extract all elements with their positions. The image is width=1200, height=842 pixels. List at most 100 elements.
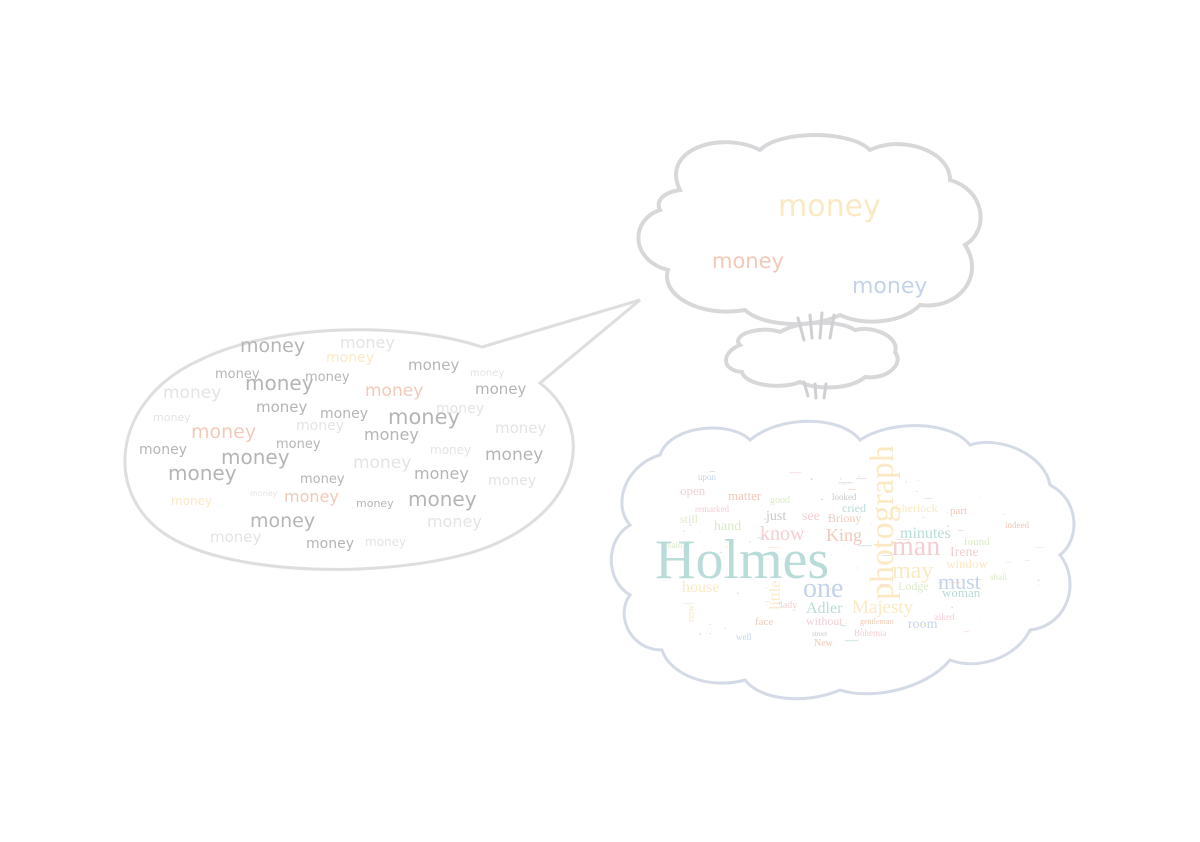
holmes-word: hand bbox=[714, 519, 741, 534]
speech-word: money bbox=[488, 473, 536, 489]
holmes-filler: — bbox=[881, 550, 892, 560]
holmes-word: Adler bbox=[806, 600, 843, 617]
holmes-word: gentleman bbox=[860, 617, 893, 626]
holmes-word: looked bbox=[832, 492, 857, 502]
holmes-filler: · bbox=[719, 548, 723, 559]
speech-word: money bbox=[475, 380, 527, 398]
speech-word: money bbox=[240, 335, 305, 357]
speech-word: money bbox=[495, 419, 547, 437]
speech-word: money bbox=[414, 464, 469, 483]
holmes-filler: · bbox=[699, 527, 703, 539]
holmes-word: without bbox=[806, 614, 843, 628]
holmes-filler: · bbox=[689, 520, 692, 531]
speech-word: money bbox=[388, 405, 460, 429]
holmes-cloud-outline bbox=[609, 419, 1076, 701]
holmes-word: house bbox=[682, 579, 719, 596]
speech-word: money bbox=[485, 445, 543, 465]
speech-word: money bbox=[210, 528, 262, 546]
holmes-filler: · bbox=[1003, 511, 1006, 520]
holmes-filler: · bbox=[857, 563, 860, 573]
holmes-filler: · bbox=[763, 512, 767, 526]
speech-word: money bbox=[365, 381, 423, 401]
holmes-filler: · bbox=[858, 471, 861, 482]
holmes-filler: · bbox=[950, 602, 954, 614]
speech-word: money bbox=[284, 487, 339, 506]
holmes-word: shall bbox=[990, 572, 1007, 582]
holmes-filler: · bbox=[828, 582, 832, 596]
speech-word: money bbox=[306, 536, 354, 552]
holmes-word: said bbox=[668, 540, 683, 550]
speech-word: money bbox=[168, 461, 237, 485]
holmes-filler: · bbox=[998, 548, 1001, 558]
holmes-filler: – bbox=[839, 618, 847, 632]
speech-word: money bbox=[320, 406, 368, 422]
holmes-filler: · bbox=[946, 519, 951, 534]
speech-word: money bbox=[427, 512, 482, 531]
holmes-word: still bbox=[680, 512, 699, 526]
holmes-filler: · bbox=[809, 472, 813, 487]
holmes-filler: — bbox=[1034, 543, 1045, 553]
holmes-word: must bbox=[938, 569, 981, 594]
holmes-filler: · bbox=[1029, 625, 1033, 640]
holmes-filler: – bbox=[708, 465, 715, 477]
holmes-word: asked bbox=[934, 612, 955, 622]
holmes-filler: · bbox=[830, 549, 834, 563]
holmes-filler: – bbox=[728, 493, 734, 502]
speech-word: money bbox=[408, 487, 477, 511]
holmes-word: face bbox=[755, 616, 773, 628]
speech-word: money bbox=[408, 356, 460, 374]
speech-word: money bbox=[250, 510, 315, 532]
holmes-word: little bbox=[767, 581, 784, 610]
speech-word: money bbox=[139, 442, 187, 458]
holmes-filler: — bbox=[844, 632, 859, 647]
speech-word: money bbox=[276, 437, 321, 452]
holmes-filler: · bbox=[860, 622, 864, 636]
holmes-filler: — bbox=[838, 475, 854, 490]
speech-word: money bbox=[256, 398, 308, 416]
holmes-filler: — bbox=[879, 579, 891, 590]
holmes-filler: – bbox=[937, 577, 943, 588]
holmes-word: open bbox=[680, 483, 706, 498]
holmes-word: cried bbox=[842, 501, 866, 515]
holmes-filler: — bbox=[896, 531, 910, 545]
holmes-word: woman bbox=[942, 585, 981, 600]
holmes-filler: · bbox=[844, 618, 848, 630]
holmes-filler: · bbox=[915, 487, 918, 497]
thought-word: money bbox=[852, 274, 927, 299]
speech-word: money bbox=[191, 421, 256, 443]
holmes-filler: – bbox=[1005, 557, 1012, 568]
holmes-word: Sherlock bbox=[895, 501, 938, 515]
holmes-filler: · bbox=[945, 506, 950, 521]
holmes-filler: · bbox=[723, 621, 727, 635]
holmes-filler: — bbox=[857, 537, 872, 552]
holmes-word: King bbox=[826, 525, 862, 545]
speech-word: money bbox=[365, 535, 406, 549]
holmes-word: remarked bbox=[695, 504, 729, 514]
thought-cloud-connectors bbox=[796, 311, 836, 400]
holmes-filler: · bbox=[1024, 520, 1028, 531]
holmes-filler: — bbox=[855, 474, 867, 485]
holmes-word: photograph bbox=[864, 445, 901, 600]
speech-bubble-outline bbox=[123, 298, 641, 571]
speech-word: money bbox=[300, 472, 345, 487]
holmes-word: street bbox=[812, 630, 827, 638]
holmes-word: Bohemia bbox=[854, 628, 887, 638]
holmes-filler: · bbox=[1036, 572, 1040, 587]
holmes-filler: – bbox=[841, 479, 847, 488]
holmes-filler: · bbox=[877, 521, 880, 531]
holmes-word: New bbox=[814, 638, 834, 649]
holmes-word: window bbox=[946, 556, 989, 571]
holmes-filler: · bbox=[820, 492, 824, 506]
holmes-filler: – bbox=[764, 596, 770, 606]
holmes-filler: — bbox=[923, 492, 934, 502]
holmes-word: man bbox=[892, 531, 940, 562]
holmes-filler: – bbox=[722, 538, 730, 553]
holmes-filler: · bbox=[777, 596, 781, 611]
